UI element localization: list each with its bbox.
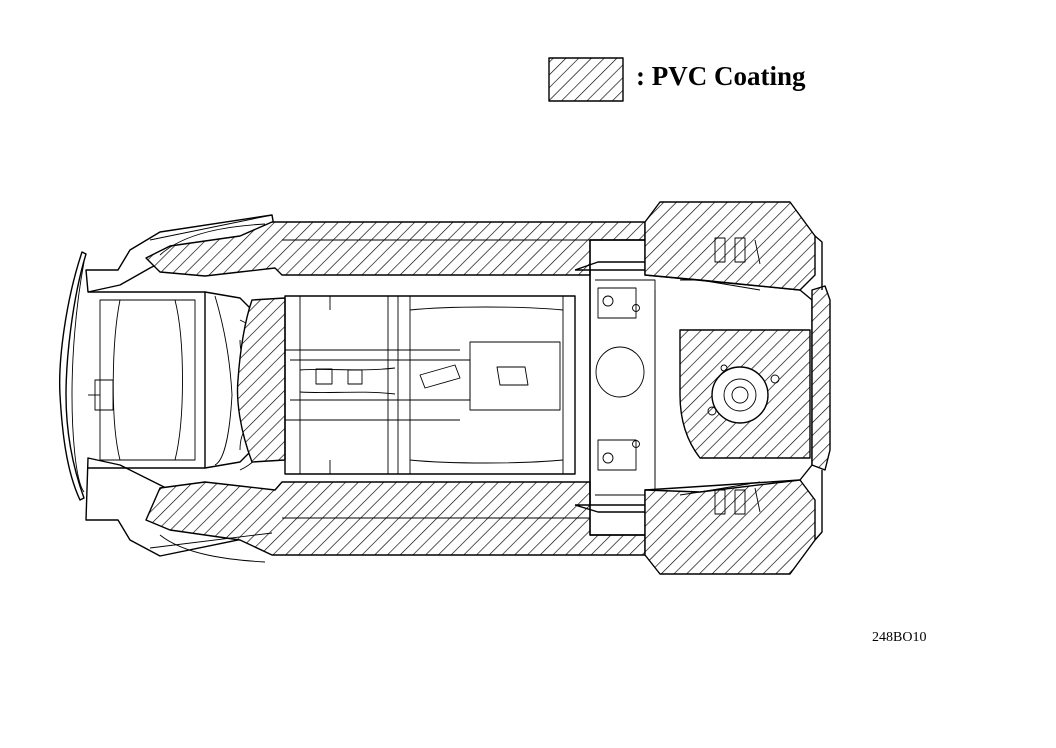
reference-code: 248BO10 <box>872 630 926 645</box>
spare-wheel-well <box>707 364 780 424</box>
rear-bumper-coating <box>811 285 831 471</box>
legend-hatch-swatch <box>548 57 624 102</box>
upper-rail-coating <box>145 221 646 277</box>
front-bumper <box>59 251 87 501</box>
legend-label: : PVC Coating <box>636 61 806 91</box>
vehicle-underbody <box>59 201 831 575</box>
floor-pan <box>284 295 576 475</box>
dash-coating <box>236 297 286 463</box>
rear-upper-coating <box>644 201 816 291</box>
front-wheel-arches <box>149 214 273 563</box>
legend: : PVC Coating <box>548 57 806 102</box>
rear-lower-coating <box>644 479 816 575</box>
